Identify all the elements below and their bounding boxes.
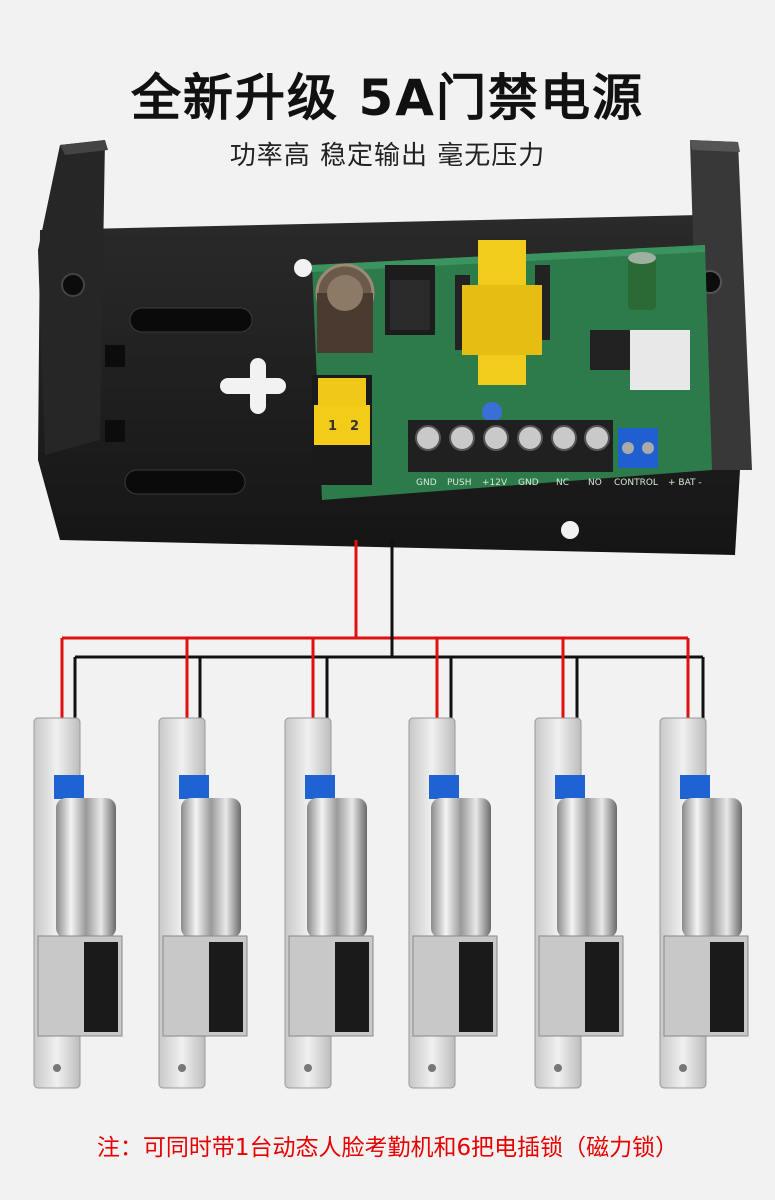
- mount-hole: [561, 521, 579, 539]
- mount-slot: [124, 469, 246, 495]
- chassis-left-wall: [38, 140, 105, 455]
- electric-lock: [659, 717, 749, 1089]
- mount-screw-icon: [61, 273, 85, 297]
- wire-positive-trunk: [354, 540, 688, 640]
- cross-cutout: [220, 358, 286, 414]
- footnote: 注：可同时带1台动态人脸考勤机和6把电插锁（磁力锁）: [96, 1135, 679, 1161]
- terminal-label-nc: NC: [556, 478, 569, 488]
- electric-lock: [534, 717, 624, 1089]
- terminal-block: [408, 420, 613, 472]
- electric-lock: [33, 717, 123, 1089]
- electric-lock: [284, 717, 374, 1089]
- power-supply-unit: 1 2 GND PUSH +12V GND NC NO CONTROL + BA…: [38, 140, 752, 555]
- terminal-label-gnd: GND: [416, 478, 437, 488]
- terminal-label-control: CONTROL: [614, 478, 658, 488]
- fuse-block: [314, 405, 370, 445]
- mount-hole: [294, 259, 312, 277]
- potentiometer: [482, 402, 502, 422]
- lock-cylinder: [56, 798, 116, 938]
- capacitor-small: [628, 255, 656, 310]
- electric-lock: [158, 717, 248, 1089]
- fuse-number-2: 2: [350, 419, 359, 434]
- mount-slot: [129, 307, 253, 333]
- fuse-number-1: 1: [328, 419, 337, 434]
- lock-terminal: [54, 775, 84, 799]
- page-title: 全新升级 5A门禁电源: [131, 69, 644, 127]
- page-subtitle: 功率高 稳定输出 毫无压力: [229, 141, 546, 171]
- terminal-label-gnd2: GND: [518, 478, 539, 488]
- terminal-screws: [415, 425, 610, 451]
- terminal-label-bat: + BAT -: [668, 478, 702, 488]
- terminal-label-12v: +12V: [482, 478, 508, 488]
- relay: [630, 330, 690, 390]
- terminal-label-no: NO: [588, 478, 602, 488]
- electric-lock: [408, 717, 498, 1089]
- terminal-label-push: PUSH: [447, 478, 472, 488]
- wiring-diagram: [60, 540, 705, 780]
